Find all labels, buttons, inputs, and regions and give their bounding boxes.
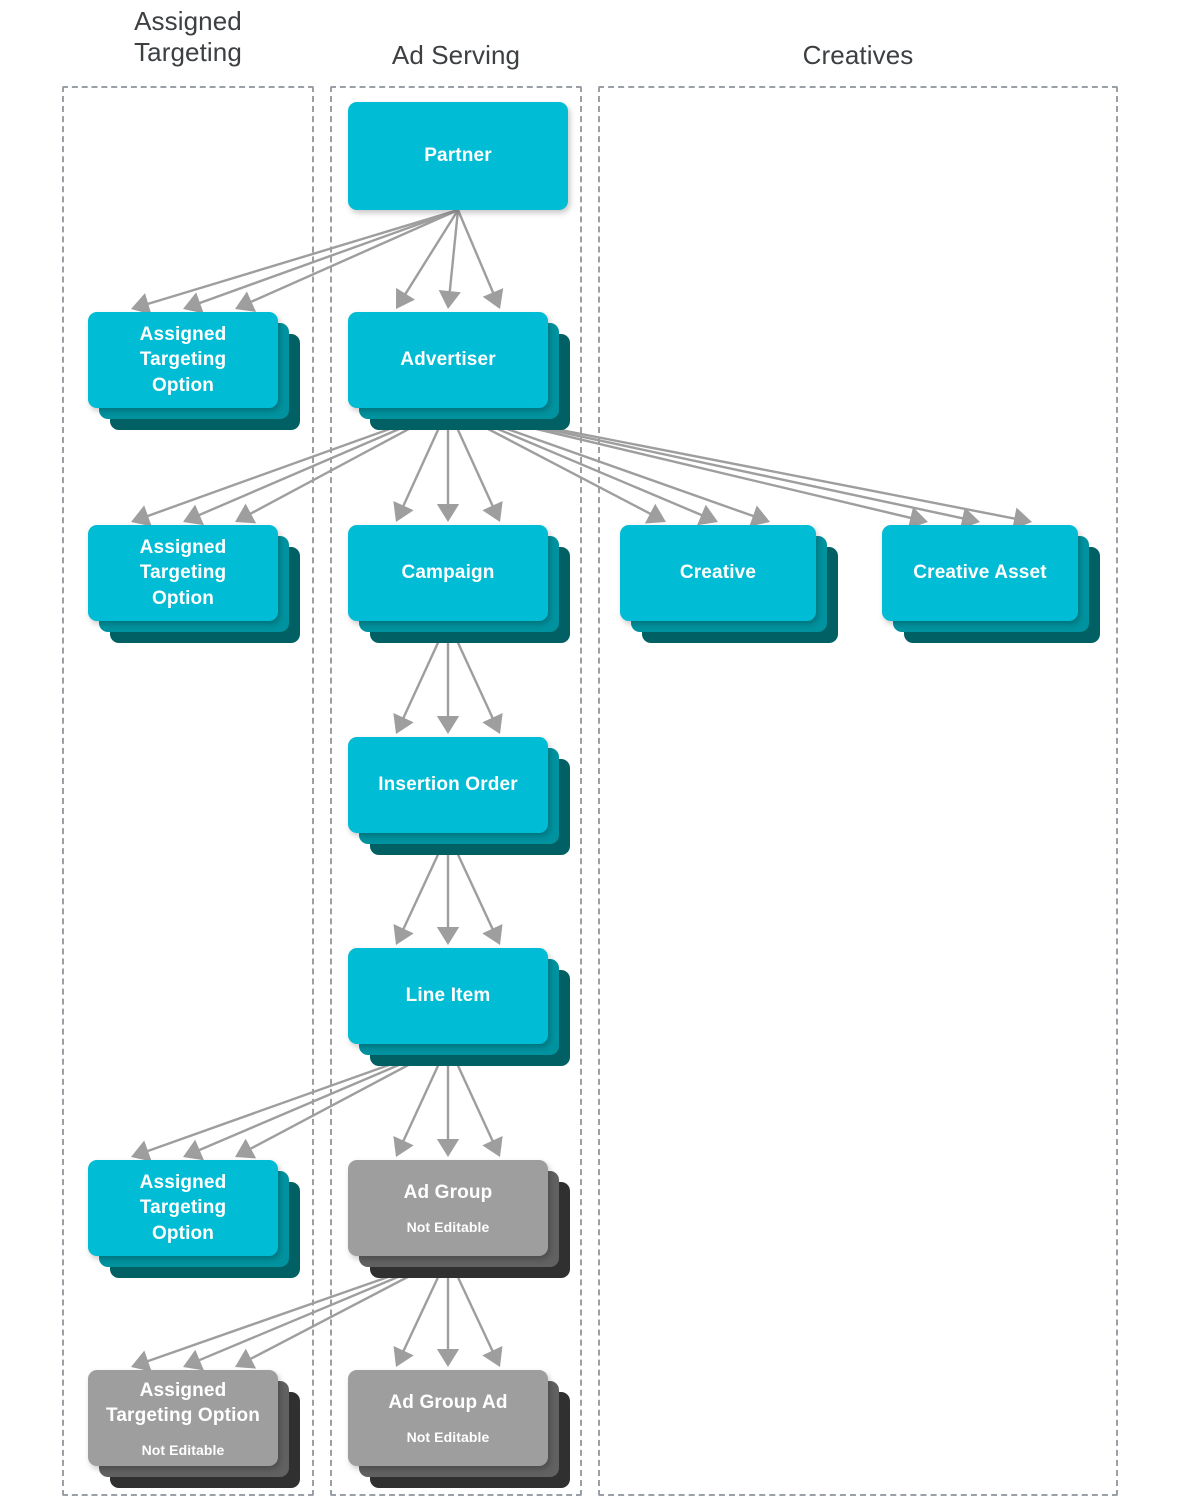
column-title-creatives: Creatives bbox=[598, 40, 1118, 71]
node-subtitle: Not Editable bbox=[406, 1429, 490, 1446]
node-title: Creative bbox=[679, 562, 757, 584]
node-title: Ad Group bbox=[403, 1182, 493, 1204]
node-title: Creative Asset bbox=[913, 562, 1047, 584]
node-face[interactable]: Line Item bbox=[348, 948, 548, 1044]
node-title: Ad Group Ad bbox=[388, 1392, 508, 1414]
node-title: Partner bbox=[424, 145, 492, 167]
column-title-line-1: Assigned bbox=[134, 6, 242, 36]
node-advertiser[interactable]: Advertiser bbox=[348, 312, 570, 430]
node-face[interactable]: Creative bbox=[620, 525, 816, 621]
node-title: Campaign bbox=[401, 562, 495, 584]
node-face[interactable]: Campaign bbox=[348, 525, 548, 621]
node-subtitle: Not Editable bbox=[141, 1441, 225, 1458]
column-frame-ad-serving bbox=[330, 86, 582, 1496]
node-face[interactable]: Insertion Order bbox=[348, 737, 548, 833]
node-subtitle: Not Editable bbox=[406, 1219, 490, 1236]
column-frame-assigned-targeting bbox=[62, 86, 314, 1496]
node-line-item[interactable]: Line Item bbox=[348, 948, 570, 1066]
node-face[interactable]: Creative Asset bbox=[882, 525, 1078, 621]
node-face[interactable]: Advertiser bbox=[348, 312, 548, 408]
column-title-line-2: Targeting bbox=[134, 36, 242, 67]
column-title-assigned-targeting: Assigned Targeting bbox=[62, 6, 314, 67]
node-partner[interactable]: Partner bbox=[348, 102, 568, 210]
node-title: Advertiser bbox=[400, 349, 496, 371]
node-ad-group-ad[interactable]: Ad Group Ad Not Editable bbox=[348, 1370, 570, 1488]
node-title: Line Item bbox=[405, 985, 491, 1007]
column-frame-creatives bbox=[598, 86, 1118, 1496]
column-title-line-1: Creatives bbox=[802, 40, 914, 70]
column-title-ad-serving: Ad Serving bbox=[330, 40, 582, 71]
node-face[interactable]: Ad Group Ad Not Editable bbox=[348, 1370, 548, 1466]
node-title: Insertion Order bbox=[378, 774, 518, 796]
node-insertion-order[interactable]: Insertion Order bbox=[348, 737, 570, 855]
node-campaign[interactable]: Campaign bbox=[348, 525, 570, 643]
column-title-line-1: Ad Serving bbox=[391, 40, 521, 70]
node-face[interactable]: Partner bbox=[348, 102, 568, 210]
node-creative[interactable]: Creative bbox=[620, 525, 838, 643]
node-creative-asset[interactable]: Creative Asset bbox=[882, 525, 1100, 643]
